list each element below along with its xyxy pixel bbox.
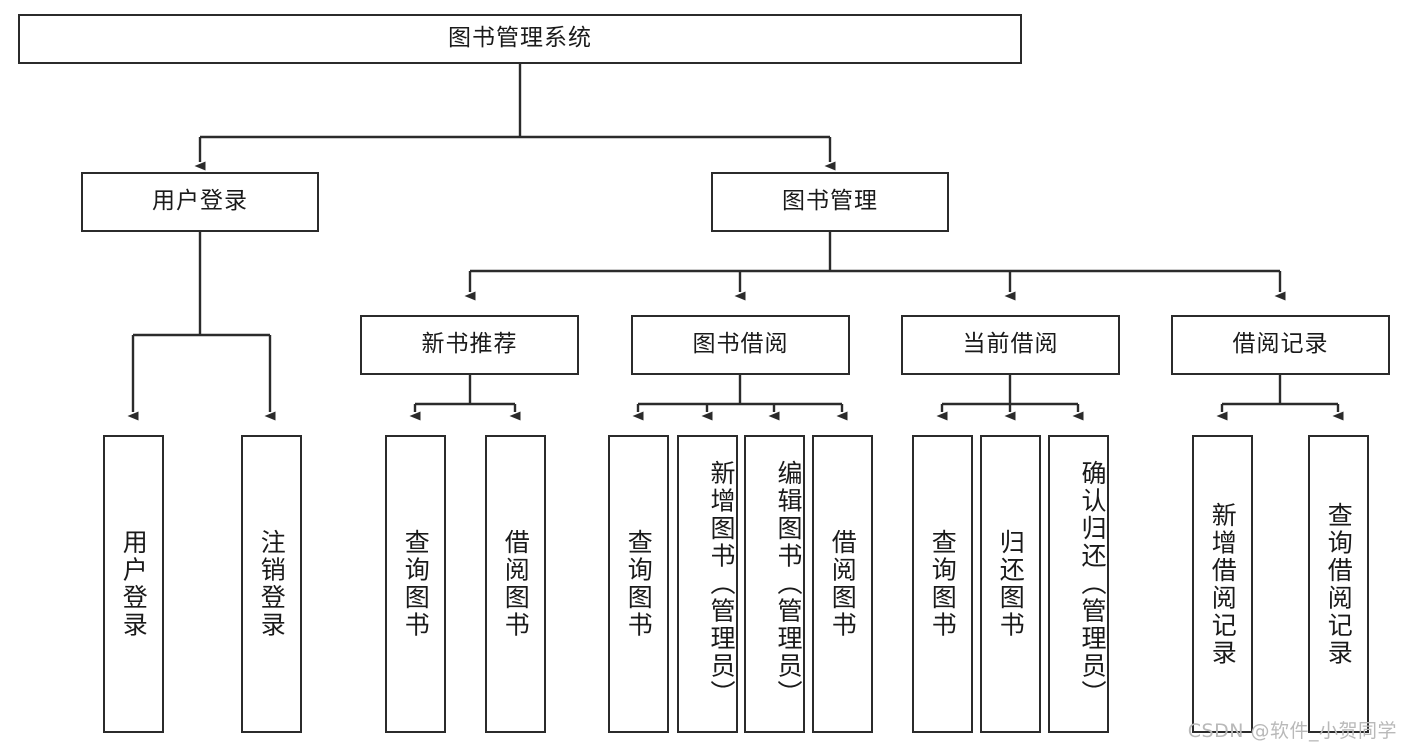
node-new-book-recommend-label: 新书推荐: [421, 331, 518, 358]
node-new-book-recommend[interactable]: 新书推荐: [360, 315, 579, 375]
leaf-add-borrow-record-label: 新增借阅记录: [1208, 501, 1238, 667]
leaf-query-book-1[interactable]: 查询图书: [385, 435, 446, 733]
leaf-borrow-book-2[interactable]: 借阅图书: [812, 435, 873, 733]
node-user-login[interactable]: 用户登录: [81, 172, 319, 232]
leaf-add-borrow-record[interactable]: 新增借阅记录: [1192, 435, 1253, 733]
leaf-query-book-2-label: 查询图书: [624, 529, 654, 639]
leaf-query-borrow-record[interactable]: 查询借阅记录: [1308, 435, 1369, 733]
node-user-login-label: 用户登录: [152, 188, 248, 215]
leaf-add-book-label: 新增图书（管理员）: [707, 460, 736, 708]
node-book-borrow-label: 图书借阅: [692, 331, 789, 358]
node-root-label: 图书管理系统: [448, 25, 592, 52]
node-book-management[interactable]: 图书管理: [711, 172, 949, 232]
leaf-return-book[interactable]: 归还图书: [980, 435, 1041, 733]
leaf-confirm-return-label: 确认归还（管理员）: [1078, 460, 1107, 708]
leaf-edit-book-label: 编辑图书（管理员）: [774, 460, 803, 708]
leaf-user-login-label: 用户登录: [119, 529, 149, 639]
leaf-borrow-book-1[interactable]: 借阅图书: [485, 435, 546, 733]
leaf-borrow-book-2-label: 借阅图书: [828, 529, 858, 639]
leaf-query-book-3[interactable]: 查询图书: [912, 435, 973, 733]
leaf-query-book-1-label: 查询图书: [401, 529, 431, 639]
leaf-confirm-return[interactable]: 确认归还（管理员）: [1048, 435, 1109, 733]
leaf-add-book[interactable]: 新增图书（管理员）: [677, 435, 738, 733]
leaf-borrow-book-1-label: 借阅图书: [501, 529, 531, 639]
leaf-query-book-2[interactable]: 查询图书: [608, 435, 669, 733]
leaf-logout-login-label: 注销登录: [257, 529, 287, 639]
csdn-watermark: CSDN @软件_小贺同学: [1187, 720, 1397, 742]
node-current-borrow[interactable]: 当前借阅: [901, 315, 1120, 375]
node-borrow-record[interactable]: 借阅记录: [1171, 315, 1390, 375]
node-current-borrow-label: 当前借阅: [962, 331, 1059, 358]
node-book-borrow[interactable]: 图书借阅: [631, 315, 850, 375]
leaf-user-login[interactable]: 用户登录: [103, 435, 164, 733]
node-borrow-record-label: 借阅记录: [1232, 331, 1329, 358]
node-book-management-label: 图书管理: [782, 188, 878, 215]
leaf-logout-login[interactable]: 注销登录: [241, 435, 302, 733]
leaf-return-book-label: 归还图书: [996, 529, 1026, 639]
node-root-book-management-system[interactable]: 图书管理系统: [18, 14, 1022, 64]
leaf-query-book-3-label: 查询图书: [928, 529, 958, 639]
leaf-query-borrow-record-label: 查询借阅记录: [1324, 501, 1354, 667]
leaf-edit-book[interactable]: 编辑图书（管理员）: [744, 435, 805, 733]
